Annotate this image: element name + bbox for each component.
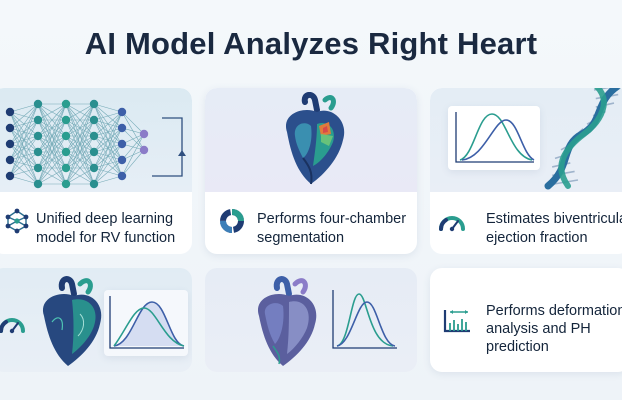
network-node (33, 115, 43, 125)
card-heart-distribution (0, 268, 192, 372)
gauge-icon (439, 216, 465, 232)
network-node (33, 163, 43, 173)
network-node (117, 139, 127, 149)
network-node (89, 163, 99, 173)
network-icon (5, 208, 29, 234)
network-node (61, 147, 71, 157)
network-node (33, 147, 43, 157)
network-node (33, 179, 43, 189)
card-1-line-1: Unified deep learning (36, 211, 174, 227)
card-unified-model: Unified deep learning model for RV funct… (0, 88, 192, 254)
network-node (5, 171, 15, 181)
network-node (61, 163, 71, 173)
dna-helix-illustration (544, 88, 621, 190)
card-6-line-1: Performs deformation (486, 303, 622, 319)
network-node (33, 131, 43, 141)
network-node (89, 179, 99, 189)
page-title: AI Model Analyzes Right Heart (84, 26, 538, 61)
network-node (117, 123, 127, 133)
network-node (61, 115, 71, 125)
segmented-heart-illustration (285, 92, 345, 185)
card-four-chamber: Performs four-chamber segmentation (205, 88, 417, 254)
strain-chart-icon (443, 310, 470, 333)
card-2-line-1: Performs four-chamber (257, 211, 407, 227)
network-node (61, 99, 71, 109)
card-3-line-1: Estimates biventricular (486, 211, 622, 227)
network-node (89, 99, 99, 109)
strain-curves-chart (332, 290, 397, 349)
network-node (89, 115, 99, 125)
distribution-curves-chart (455, 112, 535, 163)
network-node (117, 155, 127, 165)
card-6-line-3: prediction (486, 339, 549, 355)
card-2-line-2: segmentation (257, 230, 345, 246)
network-node (117, 171, 127, 181)
card-3-line-2: ejection fraction (486, 230, 588, 246)
distribution-curves-chart (109, 296, 185, 349)
network-node (89, 147, 99, 157)
card-deformation-analysis: Performs deformation analysis and PH pre… (430, 268, 622, 372)
network-node (61, 179, 71, 189)
segmented-ring-icon (220, 209, 244, 233)
network-node (5, 107, 15, 117)
card-1-line-2: model for RV function (36, 230, 176, 246)
network-node (139, 145, 149, 155)
network-node (5, 123, 15, 133)
anatomical-heart-illustration (42, 276, 102, 366)
gauge-icon (0, 318, 25, 334)
card-6-line-2: analysis and PH (486, 321, 591, 337)
network-node (5, 155, 15, 165)
network-node (33, 99, 43, 109)
network-node (61, 131, 71, 141)
card-heart-curves (205, 268, 417, 372)
network-node (89, 131, 99, 141)
neural-network-illustration (5, 99, 186, 189)
network-node (5, 139, 15, 149)
network-node (117, 107, 127, 117)
card-ejection-fraction: Estimates biventricular ejection fractio… (430, 88, 622, 254)
shaded-heart-illustration (257, 276, 317, 366)
network-node (139, 129, 149, 139)
